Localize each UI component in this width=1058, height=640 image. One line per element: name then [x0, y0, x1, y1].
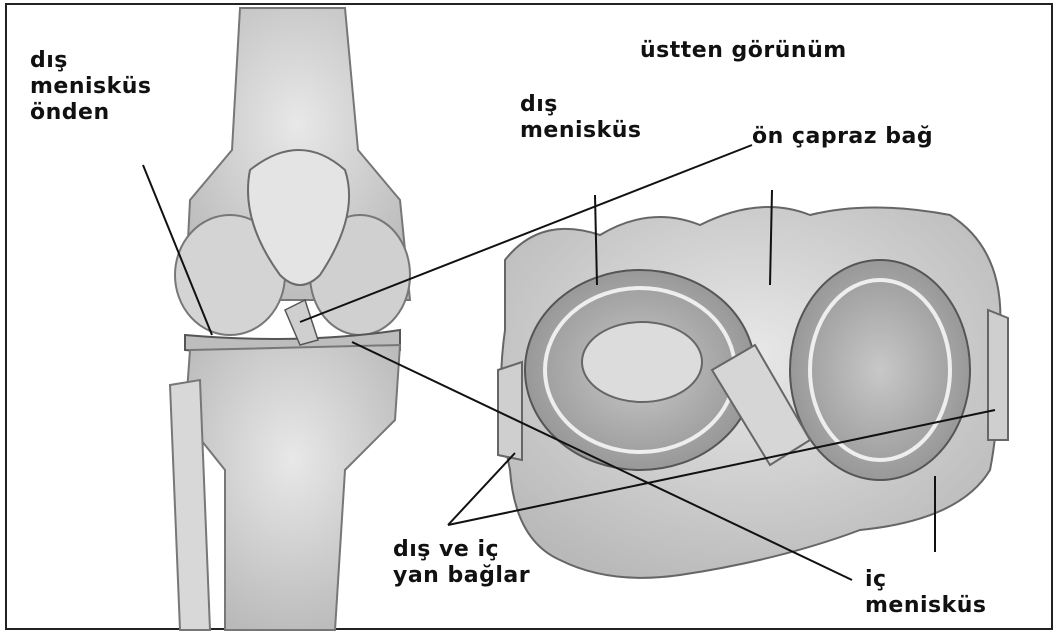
- label-line: menisküs: [865, 593, 987, 619]
- label-front-outer-meniscus: dış menisküs önden: [30, 48, 152, 126]
- label-top-view-title: üstten görünüm: [640, 38, 847, 64]
- label-anterior-cruciate-ligament: ön çapraz bağ: [752, 124, 933, 150]
- label-line: önden: [30, 100, 152, 126]
- label-line: dış: [30, 48, 152, 74]
- label-line: menisküs: [30, 74, 152, 100]
- label-inner-meniscus: iç menisküs: [865, 567, 987, 619]
- label-line: menisküs: [520, 118, 642, 144]
- label-line: dış ve iç: [393, 537, 530, 563]
- label-outer-meniscus: dış menisküs: [520, 92, 642, 144]
- label-line: yan bağlar: [393, 563, 530, 589]
- label-line: iç: [865, 567, 987, 593]
- label-collateral-ligaments: dış ve iç yan bağlar: [393, 537, 530, 589]
- label-line: dış: [520, 92, 642, 118]
